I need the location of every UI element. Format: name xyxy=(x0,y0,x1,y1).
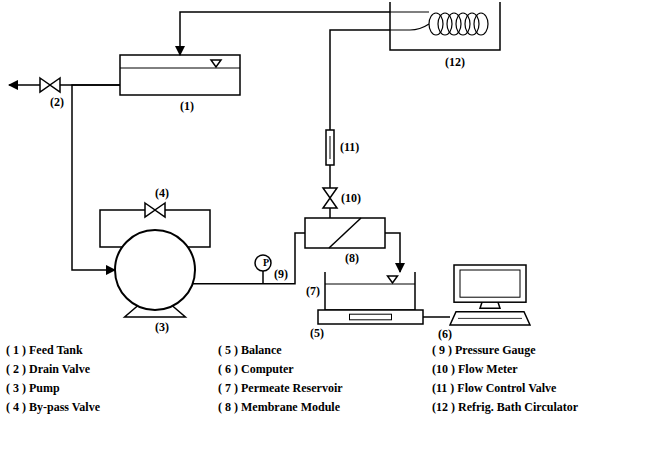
callout-number: (8) xyxy=(345,251,359,265)
pipe-connector xyxy=(330,30,390,130)
pipe-connector xyxy=(329,165,331,188)
legend-entry: ( 7 ) Permeate Reservoir xyxy=(218,381,343,395)
callout-number: (3) xyxy=(155,320,169,334)
legend-entry: (10 ) Flow Meter xyxy=(432,362,518,376)
callout-number: (5) xyxy=(310,326,324,340)
computer: (6) xyxy=(450,265,530,325)
pipe-connector xyxy=(423,316,450,318)
pipe-connector xyxy=(385,233,400,272)
pipe-connector xyxy=(60,84,120,86)
permeate-reservoir: (7) xyxy=(325,272,415,310)
tank-outline xyxy=(120,55,240,95)
vh-outline xyxy=(145,203,165,217)
callout-number: (9) xyxy=(274,267,288,281)
callout-number: (7) xyxy=(306,284,320,298)
bal-outline xyxy=(318,310,423,324)
mem-outline xyxy=(305,218,385,248)
callout-number: (2) xyxy=(50,95,64,109)
callout-number: (12) xyxy=(445,55,465,69)
legend-entry: ( 6 ) Computer xyxy=(218,362,294,376)
callout-number: (6) xyxy=(438,327,452,341)
legend-entry: ( 2 ) Drain Valve xyxy=(6,362,90,376)
pump: (3) xyxy=(115,230,195,310)
callout-number: (4) xyxy=(155,186,169,200)
legend-entry: ( 9 ) Pressure Gauge xyxy=(432,343,536,357)
legend-entry: ( 4 ) By-pass Valve xyxy=(6,400,100,414)
callout-number: (10) xyxy=(341,191,361,205)
membrane-module: (8) xyxy=(305,218,385,248)
drain-valve: (2) xyxy=(40,78,60,92)
bath-outline xyxy=(390,2,500,50)
drain-outlet-pipe xyxy=(9,84,40,86)
meter-outline xyxy=(326,130,334,165)
legend-entry: (11 ) Flow Control Valve xyxy=(432,381,556,395)
res-outline xyxy=(325,272,415,310)
bypass-valve: (4) xyxy=(145,203,165,217)
gauge-letter: P xyxy=(263,256,269,270)
legend-entry: (12 ) Refrig. Bath Circulator xyxy=(432,400,578,414)
legend-entry: ( 8 ) Membrane Module xyxy=(218,400,340,414)
pipe-connector xyxy=(72,85,120,270)
gauge-stem xyxy=(262,271,264,284)
pump-outline xyxy=(115,230,195,310)
refrig-bath: (12) xyxy=(390,2,500,50)
feed-tank: (1) xyxy=(120,55,240,95)
callout-number: (11) xyxy=(340,140,359,154)
pipe-connector xyxy=(180,12,390,55)
pc-outline xyxy=(450,265,530,325)
pipe-connector xyxy=(329,208,331,218)
callout-number: (1) xyxy=(180,99,194,113)
pipe-connector xyxy=(193,233,305,284)
legend-entry: ( 3 ) Pump xyxy=(6,381,60,395)
legend-entry: ( 1 ) Feed Tank xyxy=(6,343,83,357)
balance: (5) xyxy=(318,310,423,324)
vv-outline xyxy=(323,188,337,208)
flow-valve: (10) xyxy=(323,188,337,208)
pressure-gauge: P(9) xyxy=(255,255,271,271)
legend-entry: ( 5 ) Balance xyxy=(218,343,282,357)
flow-meter: (11) xyxy=(326,130,334,165)
vh-outline xyxy=(40,78,60,92)
